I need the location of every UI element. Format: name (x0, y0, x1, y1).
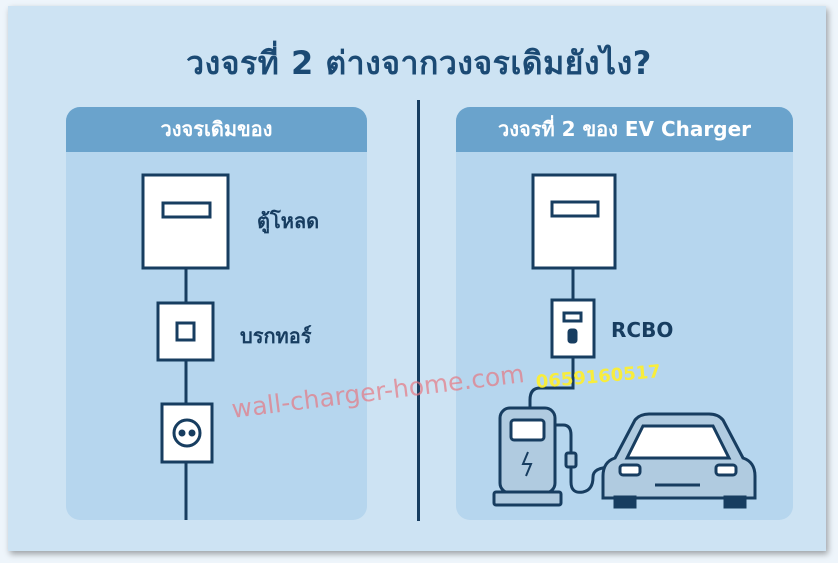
rcbo-label: RCBO (611, 318, 674, 342)
wire-right (528, 357, 575, 408)
breaker-icon (156, 301, 215, 362)
divider (417, 100, 420, 521)
load-center-label: ตู้โหลด (257, 209, 320, 233)
load-center-icon (141, 173, 230, 270)
rcbo-icon (550, 298, 596, 359)
ev-circuit-header: วงจรที่ 2 ของ EV Charger (456, 107, 793, 152)
socket-icon (160, 402, 214, 464)
original-circuit-panel: วงจรเดิมของ (66, 107, 367, 520)
ev-charger-icon (492, 406, 614, 507)
page-title: วงจรที่ 2 ต่างจากวงจรเดิมยังไง? (186, 44, 652, 82)
breaker-label: บรกทอร์ (240, 324, 312, 348)
load-center-icon-right (531, 173, 617, 270)
original-circuit-header: วงจรเดิมของ (66, 107, 367, 152)
car-icon (601, 412, 757, 509)
